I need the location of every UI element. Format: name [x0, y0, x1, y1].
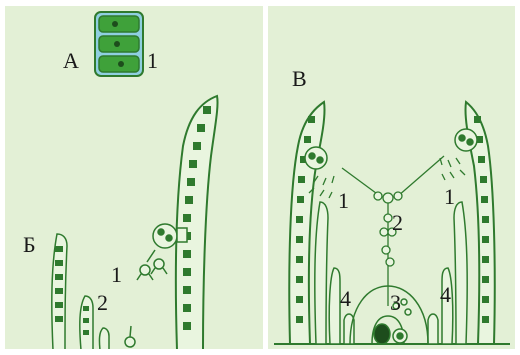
label-1-left: 1 — [338, 190, 349, 212]
young-shoots — [52, 234, 135, 349]
label-4-right: 4 — [440, 284, 451, 306]
panel-right: В 1 1 2 3 4 4 — [268, 6, 515, 349]
label-A: А — [63, 50, 79, 72]
dome-structure — [350, 286, 428, 344]
left-illustration — [5, 6, 263, 349]
converging-arrows — [342, 156, 444, 203]
panel-left: А 1 Б 1 2 — [5, 6, 263, 349]
spirogyra-filament — [95, 12, 143, 76]
label-4-left: 4 — [340, 288, 351, 310]
label-2: 2 — [392, 212, 403, 234]
medium-filaments — [315, 202, 467, 344]
label-V: В — [292, 68, 307, 90]
spore-swarms — [309, 158, 465, 198]
sporangia — [305, 129, 477, 169]
tall-filament — [176, 96, 218, 349]
label-1-top: 1 — [147, 50, 158, 72]
label-B: Б — [23, 234, 36, 256]
label-2: 2 — [97, 292, 108, 314]
label-1: 1 — [111, 264, 122, 286]
label-1-right: 1 — [444, 186, 455, 208]
label-3: 3 — [390, 292, 401, 314]
